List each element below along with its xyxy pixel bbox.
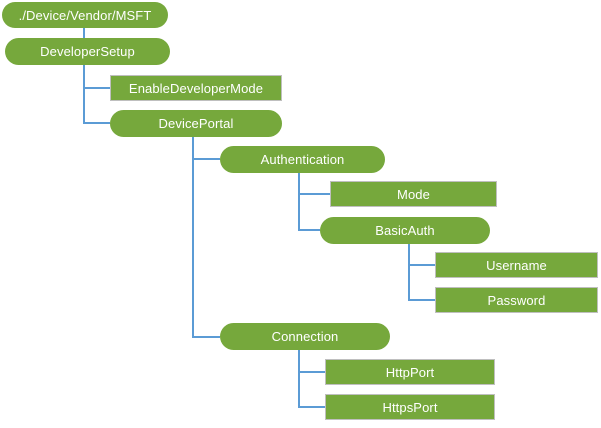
tree-node-label: Mode xyxy=(397,186,430,202)
tree-node-label: HttpsPort xyxy=(382,399,438,415)
tree-node-username[interactable]: Username xyxy=(435,252,598,278)
tree-node-enabledev[interactable]: EnableDeveloperMode xyxy=(110,75,282,101)
tree-node-label: Authentication xyxy=(260,152,345,167)
tree-node-httpport[interactable]: HttpPort xyxy=(325,359,495,385)
tree-node-devsetup[interactable]: DeveloperSetup xyxy=(5,38,170,65)
connector-auth-to-mode xyxy=(298,173,330,195)
tree-node-label: Password xyxy=(487,292,546,308)
connector-connection-to-httpsport xyxy=(298,350,325,408)
tree-node-label: ./Device/Vendor/MSFT xyxy=(18,7,152,23)
tree-node-password[interactable]: Password xyxy=(435,287,598,313)
tree-node-label: Connection xyxy=(271,329,339,344)
connector-devsetup-to-enabledev xyxy=(83,65,110,89)
connector-basicauth-to-username xyxy=(408,244,435,266)
tree-node-httpsport[interactable]: HttpsPort xyxy=(325,394,495,420)
tree-node-label: EnableDeveloperMode xyxy=(128,80,264,96)
tree-node-root[interactable]: ./Device/Vendor/MSFT xyxy=(2,2,168,28)
tree-node-mode[interactable]: Mode xyxy=(330,181,497,207)
tree-node-label: Username xyxy=(486,257,547,273)
tree-node-auth[interactable]: Authentication xyxy=(220,146,385,173)
tree-node-label: DeveloperSetup xyxy=(40,44,135,59)
tree-node-label: BasicAuth xyxy=(375,223,435,238)
tree-node-basicauth[interactable]: BasicAuth xyxy=(320,217,490,244)
connector-connection-to-httpport xyxy=(298,350,325,373)
connector-devportal-to-auth xyxy=(192,137,220,160)
connector-auth-to-basicauth xyxy=(298,173,320,231)
connector-devportal-to-connection xyxy=(192,137,220,338)
tree-node-devportal[interactable]: DevicePortal xyxy=(110,110,282,137)
tree-node-connection[interactable]: Connection xyxy=(220,323,390,350)
connector-basicauth-to-password xyxy=(408,244,435,301)
tree-node-label: DevicePortal xyxy=(158,116,234,131)
connector-devsetup-to-devportal xyxy=(83,65,110,124)
tree-node-label: HttpPort xyxy=(385,364,435,380)
